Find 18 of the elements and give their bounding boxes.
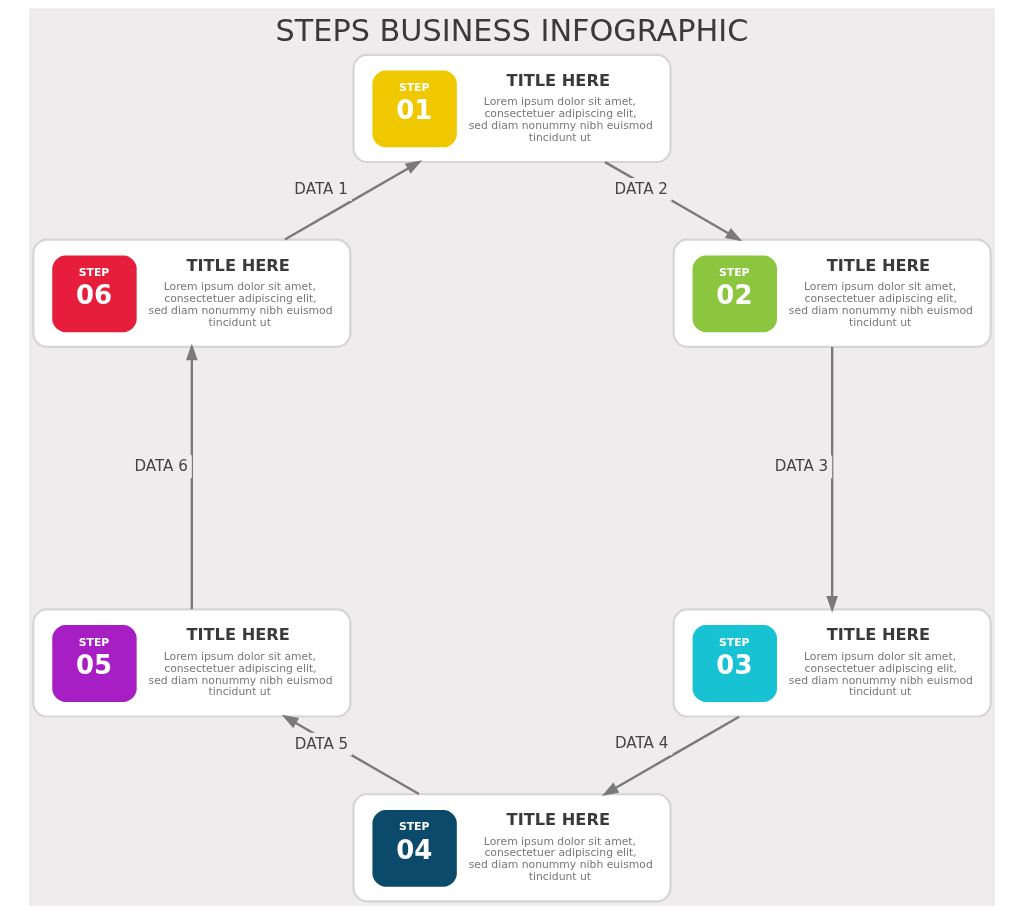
- edge-label: DATA 4: [614, 734, 669, 753]
- edge-label: DATA 2: [614, 179, 668, 198]
- edge-label: DATA 3: [774, 457, 829, 476]
- arrow: [186, 343, 198, 610]
- diagram-title: STEPS BUSINESS INFOGRAPHIC: [275, 13, 749, 49]
- node-box: STEP 06 TITLE HERE Lorem ipsum dolor sit amet, consectetuer adipiscing elit, sed diam nonummy nibh euismod tincidunt ut: [32, 238, 352, 348]
- node-box: STEP 04 TITLE HERE Lorem ipsum dolor sit amet, consectetuer adipiscing elit, sed diam nonummy nibh euismod tincidunt ut: [352, 793, 672, 903]
- node-box: STEP 03 TITLE HERE Lorem ipsum dolor sit amet, consectetuer adipiscing elit, sed diam nonummy nibh euismod tincidunt ut: [672, 608, 992, 718]
- arrow: [601, 715, 740, 796]
- edge-label: DATA 6: [134, 457, 188, 476]
- arrow: [826, 347, 838, 613]
- edge-label: DATA 1: [294, 180, 348, 199]
- edge-label: DATA 5: [294, 734, 349, 753]
- node-box: STEP 01 TITLE HERE Lorem ipsum dolor sit amet, consectetuer adipiscing elit, sed diam nonummy nibh euismod tincidunt ut: [352, 53, 672, 164]
- arrow: [284, 160, 423, 241]
- node-box: STEP 05 TITLE HERE Lorem ipsum dolor sit amet, consectetuer adipiscing elit, sed diam nonummy nibh euismod tincidunt ut: [32, 608, 352, 718]
- node-box: STEP 02 TITLE HERE Lorem ipsum dolor sit amet, consectetuer adipiscing elit, sed diam nonummy nibh euismod tincidunt ut: [672, 238, 992, 348]
- arrow: [604, 161, 743, 242]
